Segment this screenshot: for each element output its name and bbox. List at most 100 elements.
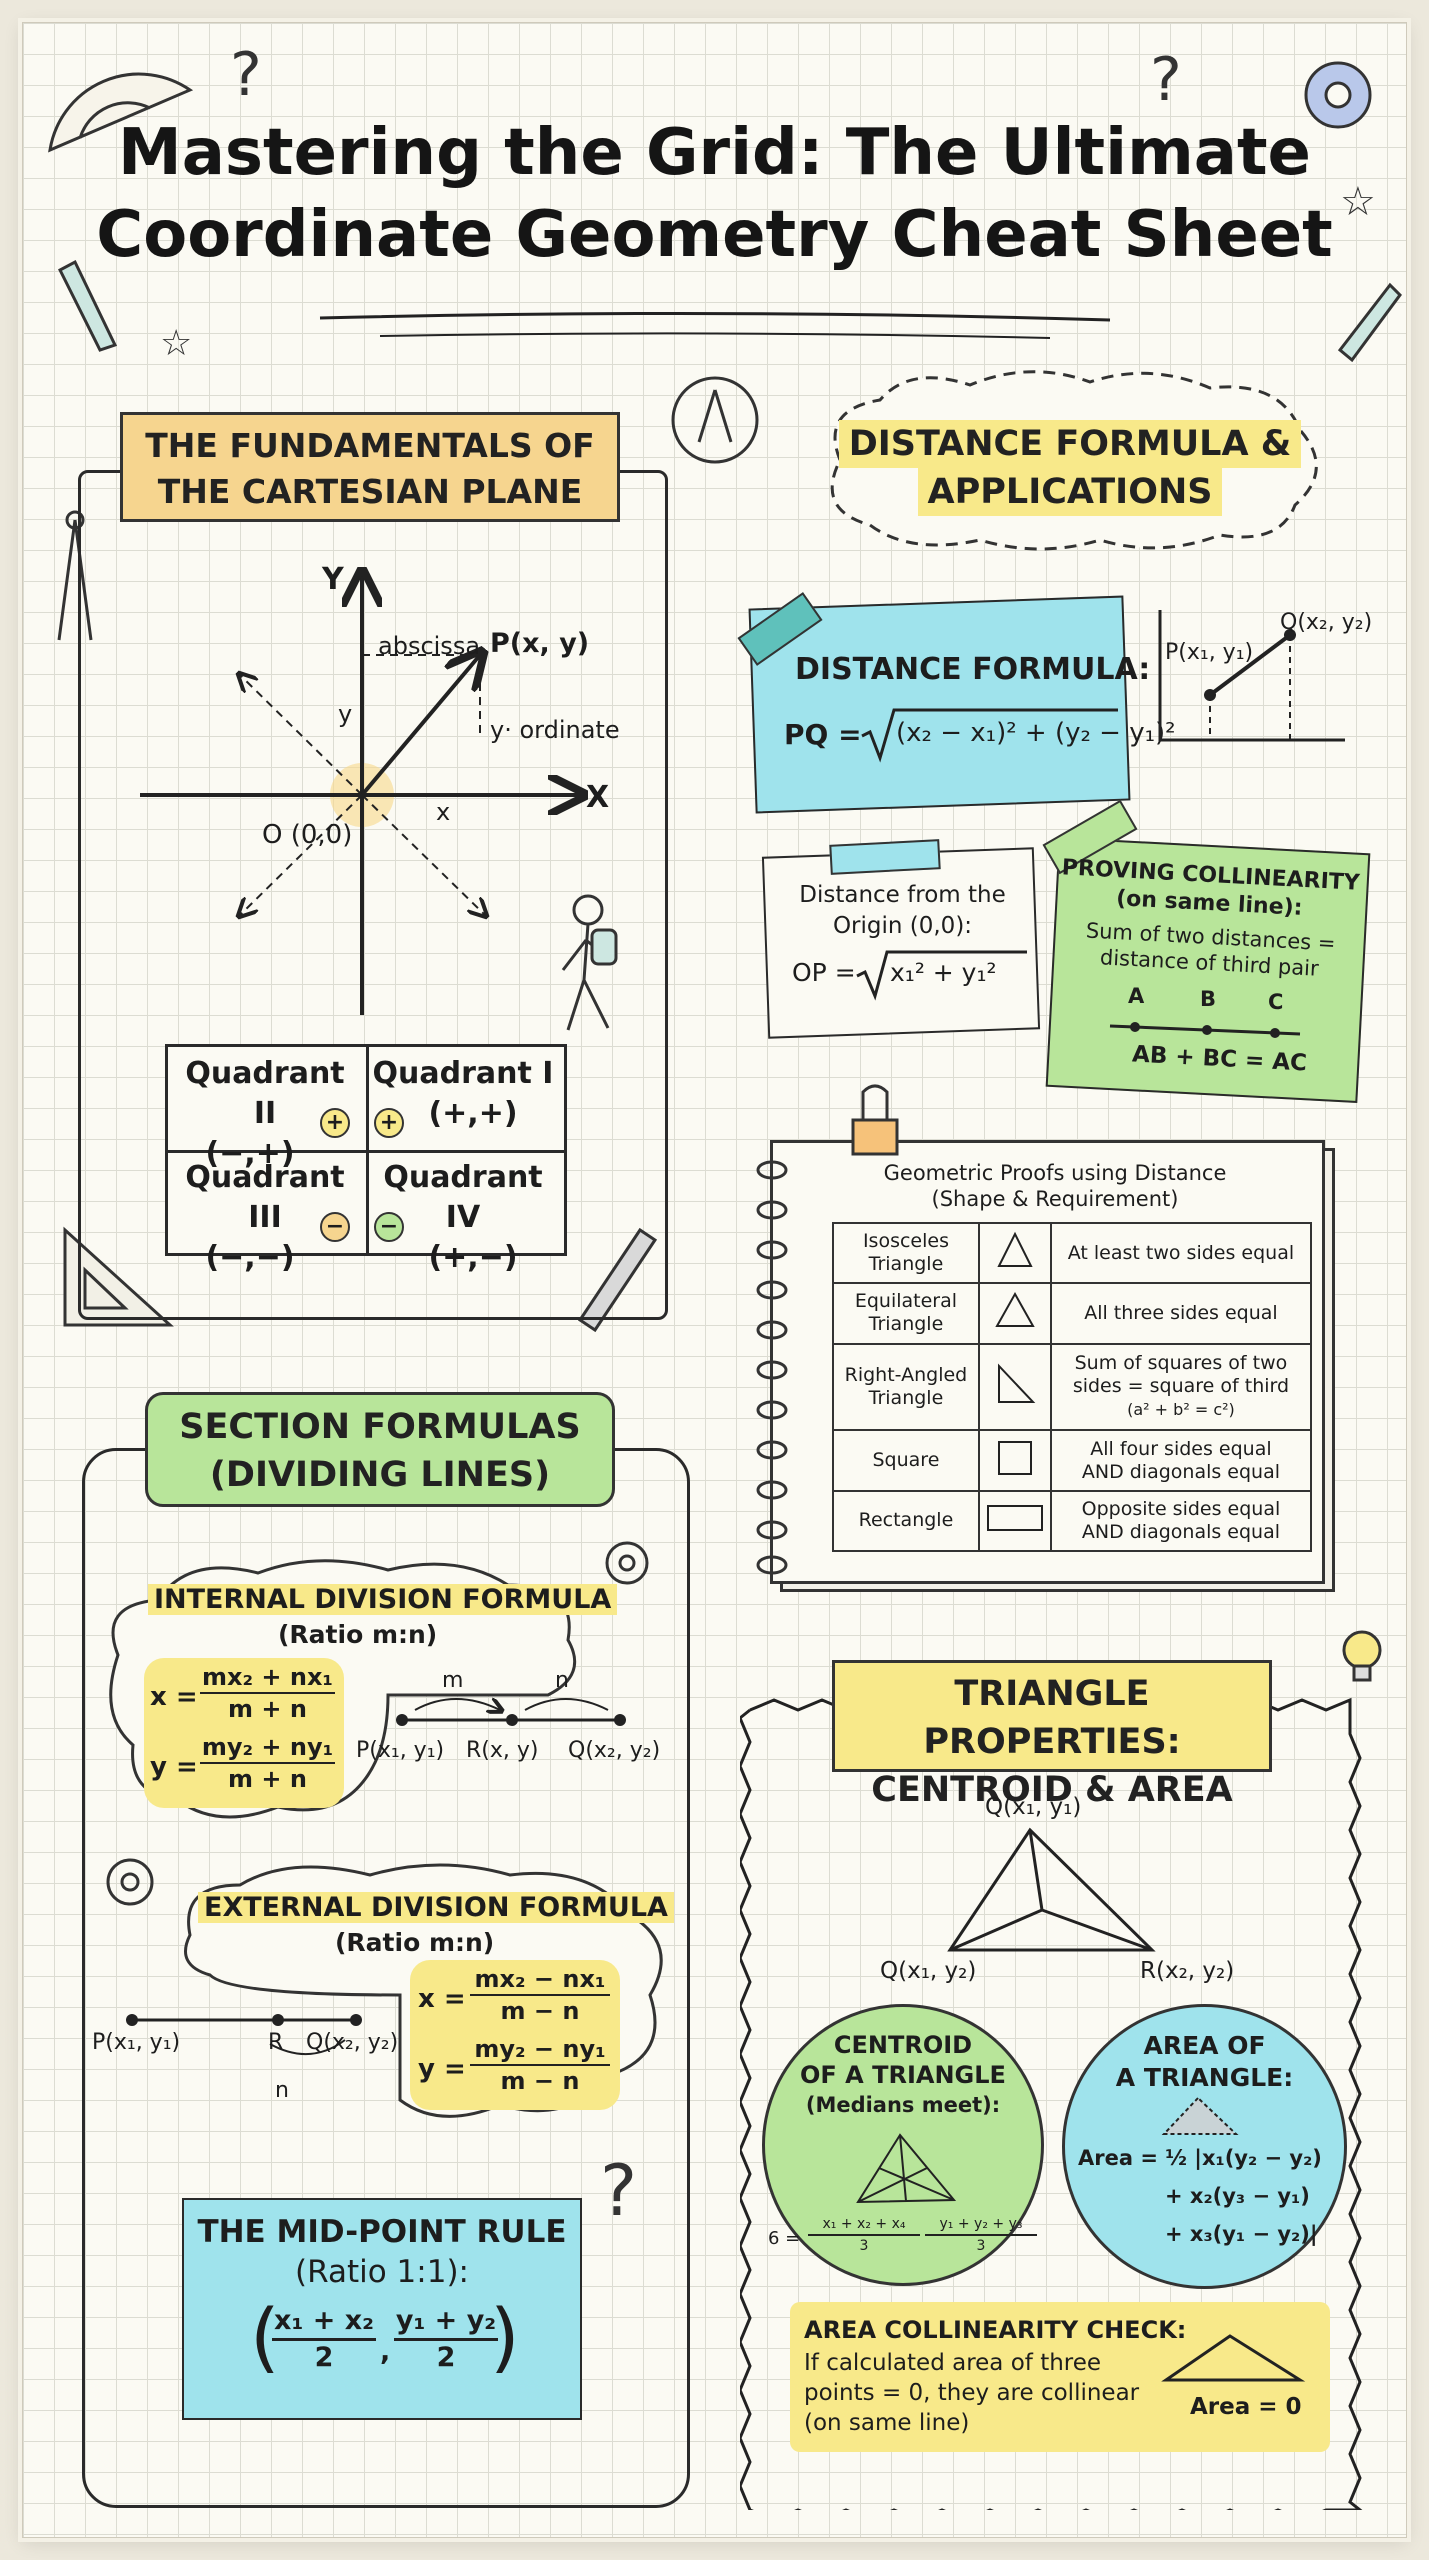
title-line-1: Mastering the Grid: The Ultimate [118, 116, 1311, 190]
requirement-text: Sum of squares of two [1074, 1352, 1288, 1375]
origin-formula-lhs: OP = [792, 958, 856, 987]
centroid-line-3: (Medians meet): [805, 2093, 1001, 2117]
point-c: C [1268, 990, 1284, 1014]
quadrant-3-signs: (−,−) [205, 1240, 295, 1275]
protractor-icon [48, 72, 194, 153]
quadrant-3: Quadrant III (−,−) [170, 1158, 360, 1278]
proofs-title: Geometric Proofs using Distance (Shape &… [790, 1160, 1320, 1212]
internal-point-q: Q(x₂, y₂) [568, 1738, 661, 1763]
origin-distance-title: Distance from the Origin (0,0): [770, 880, 1035, 942]
centroid-x-fraction: x₁ + x₂ + x₄ 3 [808, 2214, 920, 2256]
quadrant-4-name: Quadrant IV [383, 1160, 543, 1235]
compass-icon [57, 510, 93, 641]
abscissa-label: abscissa [378, 632, 481, 660]
collinear-points-line [1109, 1022, 1301, 1038]
student-illustration [561, 894, 618, 1031]
requirement-text: All four sides equal [1090, 1437, 1272, 1460]
origin-distance-note [761, 847, 1041, 1039]
distance-heading-line-2: APPLICATIONS [917, 468, 1223, 516]
requirement-text: AND diagonals equal [1081, 1520, 1281, 1543]
centroid-line-1: CENTROID [833, 2031, 973, 2059]
midpoint-title-line-1: THE MID-POINT RULE [197, 2214, 567, 2250]
fundamentals-heading: THE FUNDAMENTALS OF THE CARTESIAN PLANE [120, 412, 620, 522]
origin-title-line-1: Distance from the [799, 882, 1006, 908]
distance-graph [1158, 610, 1345, 742]
x-equals: x = [418, 1984, 466, 2014]
triangle-diagram [947, 1827, 1156, 1952]
internal-formula-bg [144, 1658, 344, 1808]
check-title: AREA COLLINEARITY CHECK: [804, 2316, 1187, 2344]
internal-y-fraction: my₂ + ny₁ m + n [200, 1732, 335, 1794]
internal-y-numerator: my₂ + ny₁ [200, 1732, 335, 1764]
star-icon: ☆ [1340, 179, 1376, 225]
gear-icon [605, 1541, 649, 1585]
plus-badge-icon: + [374, 1108, 404, 1138]
notebook-spiral [756, 1160, 788, 1575]
shape-name: Isosceles [862, 1230, 949, 1253]
internal-ratio: (Ratio m:n) [278, 1620, 438, 1649]
square-icon [977, 1429, 1052, 1492]
external-point-q: Q(x₂, y₂) [306, 2030, 399, 2055]
compass-icon [671, 376, 759, 464]
area-formula-2: + x₂(y₃ − y₁) [1165, 2184, 1310, 2208]
internal-x-denominator: m + n [228, 1695, 307, 1723]
check-line-1: If calculated area of three [804, 2350, 1102, 2376]
radical-sign [861, 708, 1118, 763]
requirement-text: At least two sides equal [1067, 1241, 1295, 1264]
rectangle-icon [977, 1489, 1052, 1553]
vertex-left-label: Q(x₁, y₂) [880, 1958, 977, 1984]
area-title-line-2: A TRIANGLE: [1115, 2063, 1294, 2092]
centroid-y-fraction: y₁ + y₂ + y₃ 3 [925, 2214, 1037, 2256]
pencil-icon [577, 1227, 658, 1333]
internal-y-denominator: m + n [228, 1765, 307, 1793]
distance-formula-title: DISTANCE FORMULA: [795, 652, 1151, 687]
distance-heading-line-1: DISTANCE FORMULA & [838, 420, 1302, 468]
question-icon: ? [1150, 45, 1182, 115]
section-heading-line-2: (DIVIDING LINES) [209, 1455, 551, 1495]
requirement-text: (a² + b² = c²) [1127, 1400, 1235, 1420]
lightbulb-icon [1342, 1630, 1382, 1682]
midpoint-note [182, 2198, 582, 2420]
external-x-numerator: mx₂ − nx₁ [470, 1964, 610, 1996]
midpoint-title-line-2: (Ratio 1:1): [295, 2254, 469, 2290]
internal-point-r: R(x, y) [466, 1738, 539, 1763]
set-square-icon [63, 1226, 174, 1327]
shape-name: Equilateral [854, 1290, 958, 1313]
internal-x-fraction: mx₂ + nx₁ m + n [200, 1662, 335, 1724]
origin-label: O (0,0) [262, 820, 353, 850]
section-heading-line-1: SECTION FORMULAS [179, 1407, 581, 1447]
distance-heading: DISTANCE FORMULA & APPLICATIONS [835, 420, 1305, 516]
open-paren: ( [250, 2292, 280, 2381]
external-ratio: (Ratio m:n) [335, 1928, 495, 1957]
centroid-x-numerator: x₁ + x₂ + x₄ [808, 2214, 920, 2236]
shape-name: Triangle [868, 1313, 944, 1336]
star-icon: ☆ [160, 323, 192, 364]
y-equals: y = [418, 2054, 466, 2084]
midpoint-y-fraction: y₁ + y₂ 2 [394, 2304, 498, 2375]
plus-badge-icon: + [320, 1108, 350, 1138]
external-formula-bg [410, 1960, 620, 2110]
gear-icon [1304, 61, 1372, 129]
minus-badge-icon: − [374, 1212, 404, 1242]
point-vector [360, 655, 480, 797]
question-icon: ? [600, 2150, 637, 2232]
shape-name: Triangle [868, 1386, 944, 1409]
centroid-circle [762, 2004, 1044, 2286]
shape-name: Triangle [868, 1253, 944, 1276]
external-y-numerator: my₂ − ny₁ [470, 2034, 610, 2066]
right-triangle-icon [977, 1342, 1052, 1432]
title-line-2: Coordinate Geometry Cheat Sheet [96, 198, 1333, 272]
check-line-2: points = 0, they are collinear [804, 2380, 1140, 2406]
centroid-y-numerator: y₁ + y₂ + y₃ [925, 2214, 1037, 2236]
proofs-title-line-1: Geometric Proofs using Distance [883, 1161, 1227, 1185]
fundamentals-heading-line-1: THE FUNDAMENTALS OF [145, 426, 595, 465]
distance-formula-lhs: PQ = [784, 718, 862, 751]
origin-formula-body: x₁² + y₁² [890, 958, 997, 987]
quadrant-grid [165, 1044, 567, 1256]
area-title-line-1: AREA OF [1143, 2031, 1266, 2060]
